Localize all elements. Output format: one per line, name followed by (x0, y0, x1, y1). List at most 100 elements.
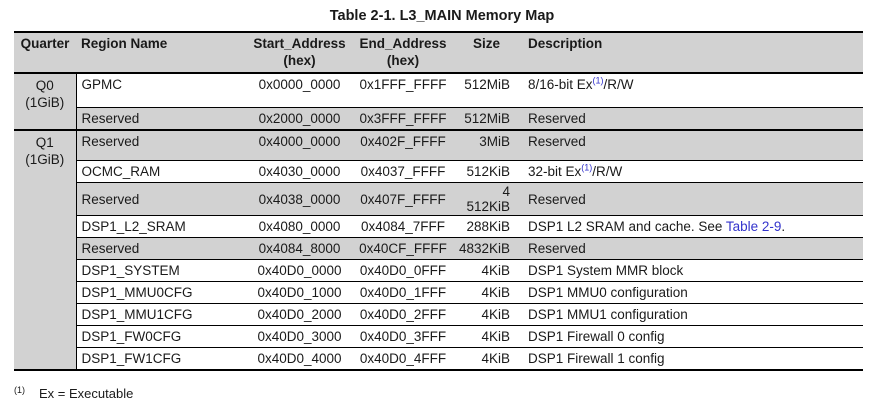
col-header-end-address-label: End_Address (359, 36, 447, 51)
description-text: Reserved (528, 111, 586, 126)
region-name-cell: DSP1_FW1CFG (76, 347, 251, 371)
size-cell: 4KiB (458, 281, 515, 305)
region-name-cell: Reserved (76, 128, 251, 162)
region-name-cell: DSP1_MMU1CFG (76, 303, 251, 327)
col-header-quarter: Quarter (14, 31, 76, 74)
start-address-cell: 0x40D0_3000 (251, 325, 348, 349)
footnote-ref-link[interactable]: (1) (592, 75, 604, 86)
size-cell: 512KiB (458, 160, 515, 184)
description-cell: Reserved (515, 128, 863, 162)
description-text: DSP1 L2 SRAM and cache. See (528, 219, 726, 235)
end-address-cell: 0x1FFF_FFFF (348, 71, 458, 109)
quarter-capacity: (1GiB) (25, 152, 65, 168)
start-address-cell: 0x2000_0000 (251, 107, 348, 131)
description-cell: DSP1 MMU0 configuration (515, 281, 863, 305)
quarter-cell: Q0(1GiB) (14, 71, 77, 131)
description-cell: Reserved (515, 237, 863, 261)
start-address-cell: 0x40D0_4000 (251, 347, 348, 371)
footnote-marker: (1) (14, 384, 25, 395)
start-address-cell: 0x4080_0000 (251, 215, 348, 239)
size-cell: 4KiB (458, 259, 515, 283)
size-cell: 4 512KiB (458, 182, 515, 217)
description-text: DSP1 MMU0 configuration (528, 285, 688, 301)
quarter-label: Q0 (35, 77, 54, 93)
description-text: /R/W (592, 164, 623, 180)
end-address-cell: 0x40D0_3FFF (348, 325, 458, 349)
start-address-cell: 0x4038_0000 (251, 182, 348, 217)
region-name-cell: DSP1_SYSTEM (76, 259, 251, 283)
size-cell: 3MiB (458, 128, 515, 162)
start-address-cell: 0x40D0_2000 (251, 303, 348, 327)
quarter-label: Q1 (35, 134, 54, 150)
start-address-cell: 0x0000_0000 (251, 71, 348, 109)
description-text: 8/16-bit Ex (528, 76, 593, 92)
description-text: /R/W (603, 76, 634, 92)
description-cell: 8/16-bit Ex(1)/R/W (515, 71, 863, 109)
memory-map-table: Quarter Region Name Start_Address (hex) … (14, 31, 863, 371)
size-cell: 4KiB (458, 325, 515, 349)
col-header-start-address-unit: (hex) (283, 52, 316, 68)
description-cell: DSP1 MMU1 configuration (515, 303, 863, 327)
description-text: DSP1 Firewall 0 config (528, 329, 665, 345)
footnote: (1) Ex = Executable (14, 385, 884, 401)
end-address-cell: 0x40D0_1FFF (348, 281, 458, 305)
start-address-cell: 0x4084_8000 (251, 237, 348, 261)
col-header-start-address: Start_Address (hex) (251, 31, 348, 74)
size-cell: 512MiB (458, 71, 515, 109)
col-header-size: Size (458, 31, 515, 74)
start-address-cell: 0x4000_0000 (251, 128, 348, 162)
description-text: Reserved (528, 241, 586, 257)
col-header-start-address-label: Start_Address (253, 36, 346, 51)
description-text: DSP1 System MMR block (528, 263, 684, 279)
start-address-cell: 0x4030_0000 (251, 160, 348, 184)
description-text: 32-bit Ex (528, 164, 582, 180)
description-text: Reserved (528, 133, 586, 149)
description-text: Reserved (528, 191, 586, 207)
table-title: Table 2-1. L3_MAIN Memory Map (329, 8, 555, 24)
description-text: DSP1 Firewall 1 config (528, 351, 665, 366)
size-cell: 4KiB (458, 303, 515, 327)
end-address-cell: 0x40CF_FFFF (348, 237, 458, 261)
end-address-cell: 0x40D0_2FFF (348, 303, 458, 327)
footnote-ref-link[interactable]: (1) (581, 162, 593, 173)
region-name-cell: Reserved (76, 107, 251, 131)
size-cell: 512MiB (458, 107, 515, 131)
description-cell: DSP1 L2 SRAM and cache. See Table 2-9. (515, 215, 863, 239)
description-text: DSP1 MMU1 configuration (528, 307, 688, 323)
region-name-cell: DSP1_MMU0CFG (76, 281, 251, 305)
start-address-cell: 0x40D0_0000 (251, 259, 348, 283)
cross-reference-link[interactable]: Table 2-9 (725, 219, 782, 235)
end-address-cell: 0x402F_FFFF (348, 128, 458, 162)
description-cell: Reserved (515, 182, 863, 217)
col-header-region-name: Region Name (76, 31, 251, 74)
col-header-description: Description (515, 31, 863, 74)
end-address-cell: 0x407F_FFFF (348, 182, 458, 217)
region-name-cell: Reserved (76, 182, 251, 217)
col-header-end-address: End_Address (hex) (348, 31, 458, 74)
description-cell: DSP1 System MMR block (515, 259, 863, 283)
description-cell: Reserved (515, 107, 863, 131)
region-name-cell: OCMC_RAM (76, 160, 251, 184)
end-address-cell: 0x40D0_0FFF (348, 259, 458, 283)
size-cell: 288KiB (458, 215, 515, 239)
region-name-cell: DSP1_L2_SRAM (76, 215, 251, 239)
footnote-text: Ex = Executable (39, 386, 134, 402)
description-cell: DSP1 Firewall 1 config (515, 347, 863, 371)
end-address-cell: 0x3FFF_FFFF (348, 107, 458, 131)
region-name-cell: Reserved (76, 237, 251, 261)
end-address-cell: 0x4084_7FFF (348, 215, 458, 239)
region-name-cell: DSP1_FW0CFG (76, 325, 251, 349)
region-name-cell: GPMC (76, 71, 251, 109)
size-cell: 4KiB (458, 347, 515, 371)
header-row: Quarter Region Name Start_Address (hex) … (14, 31, 863, 74)
